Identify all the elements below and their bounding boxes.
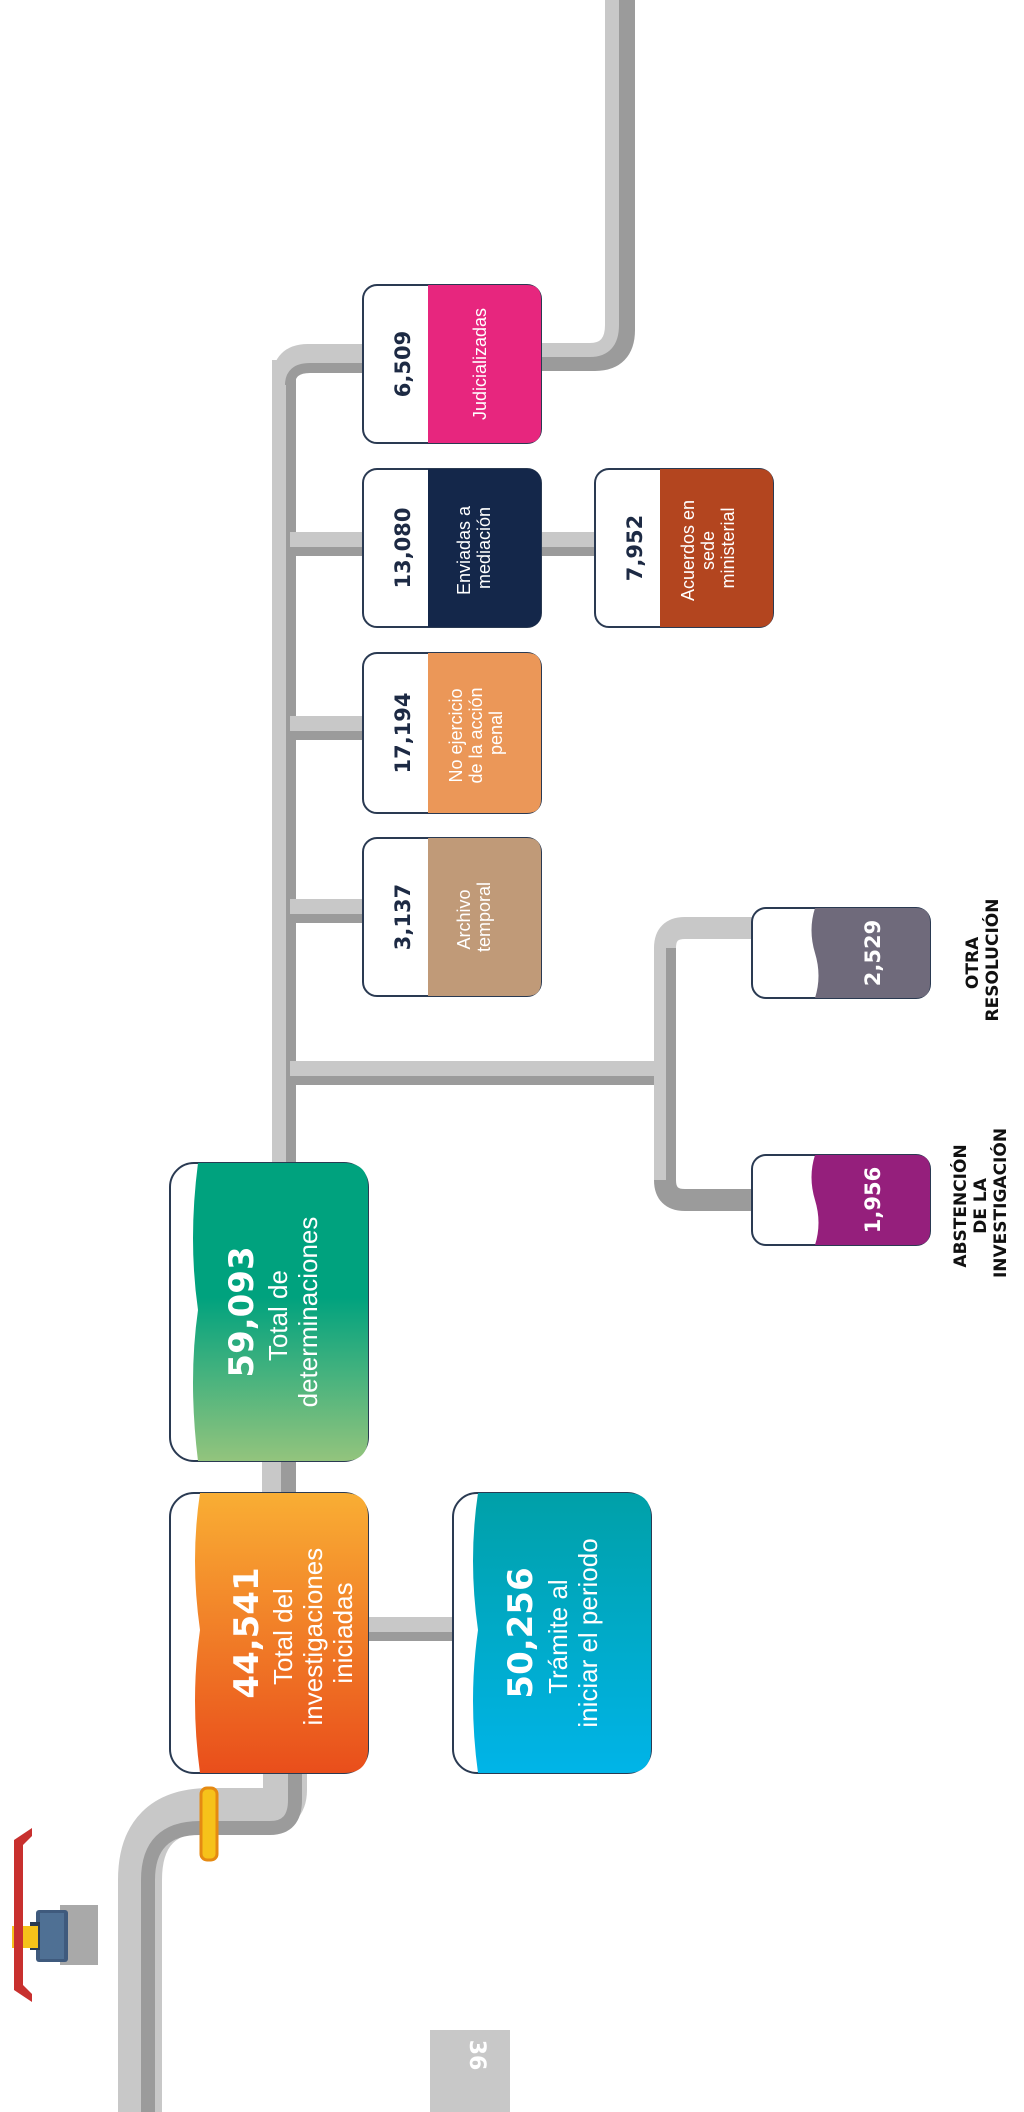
determinaciones-value: 59,093 — [222, 1246, 262, 1377]
box-iniciadas: 44,541 Total del investigaciones iniciad… — [169, 1492, 369, 1774]
acuerdos-label: Acuerdos en sede ministerial — [678, 495, 738, 601]
mediacion-label: Enviadas a mediación — [454, 501, 494, 595]
box-acuerdos: 7,952 Acuerdos en sede ministerial — [594, 468, 774, 628]
box-no-ejercicio: 17,194 No ejercicio de la acción penal — [362, 652, 542, 814]
judicializadas-value: 6,509 — [391, 331, 415, 397]
archivo-value: 3,137 — [391, 884, 415, 950]
page-number-tab: 36 — [430, 2030, 510, 2112]
pipe-coupler — [199, 1786, 219, 1862]
box-mediacion: 13,080 Enviadas a mediación — [362, 468, 542, 628]
judicializadas-label: Judicializadas — [470, 308, 490, 420]
tank-branch-pipe — [290, 917, 755, 1211]
svg-text:ABSTENCIÓN DE LA I: ABSTENCIÓN DE LA INVESTIGACIÓN — [949, 1128, 1011, 1278]
caption-abstencion: ABSTENCIÓN DE LA INVESTIGACIÓN — [949, 1128, 1011, 1278]
otra-value: 2,529 — [861, 920, 885, 986]
svg-text:OTRA RESOLUCIÓN: OTRA RESOLUCIÓN — [963, 899, 1003, 1022]
caption-otra-resolucion: OTRA RESOLUCIÓN — [963, 899, 1003, 1022]
tramite-value: 50,256 — [501, 1567, 541, 1698]
valve-icon — [12, 1828, 98, 2002]
box-judicializadas: 6,509 Judicializadas — [362, 284, 542, 444]
tank-otra-resolucion: 2,529 — [751, 907, 931, 999]
mediacion-value: 13,080 — [391, 507, 415, 588]
iniciadas-value: 44,541 — [227, 1567, 267, 1698]
box-archivo-temporal: 3,137 Archivo temporal — [362, 837, 542, 997]
iniciadas-label: Total del investigaciones iniciadas — [268, 1540, 358, 1725]
determinaciones-label: Total de determinaciones — [263, 1217, 323, 1408]
page-number: 36 — [464, 2040, 489, 2071]
archivo-label: Archivo temporal — [454, 882, 494, 952]
tank-abstencion: 1,956 — [751, 1154, 931, 1246]
acuerdos-value: 7,952 — [623, 515, 647, 581]
pipe-network — [118, 0, 755, 2112]
tramite-label: Trámite al iniciar el periodo — [543, 1538, 603, 1727]
branch-pipes — [262, 532, 600, 1641]
box-tramite: 50,256 Trámite al iniciar el periodo — [452, 1492, 652, 1774]
no-ejercicio-value: 17,194 — [391, 692, 415, 773]
no-ejercicio-label: No ejercicio de la acción penal — [446, 682, 506, 783]
abstencion-value: 1,956 — [861, 1167, 885, 1233]
outlet-pipe — [540, 0, 635, 371]
box-determinaciones: 59,093 Total de determinaciones — [169, 1162, 369, 1462]
